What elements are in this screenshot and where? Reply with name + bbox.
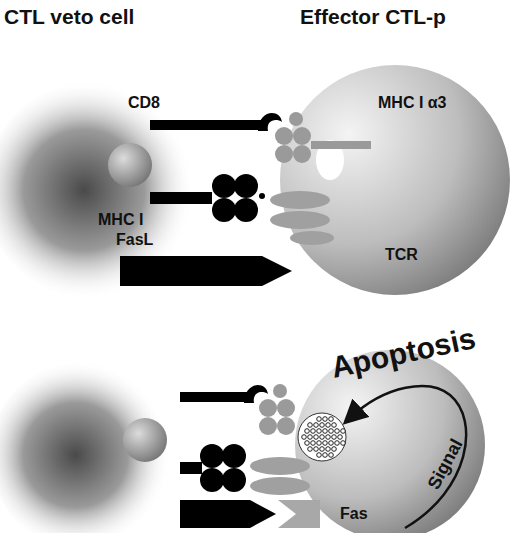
mhc-bar [150,192,212,204]
effector-cell [280,65,510,295]
molecule-label: CD8 [128,95,160,111]
mhc-stalk [311,141,371,149]
apoptotic-body [298,413,346,461]
fas [278,500,320,528]
bottom-panel [0,350,485,533]
cell-title: CTL veto cell [4,6,134,27]
molecule-label: FasL [116,232,153,248]
mhc-a3-beads [275,112,311,163]
molecule-label: TCR [385,247,418,263]
molecule-label: Fas [340,506,368,522]
molecule-label: MHC I [98,212,143,228]
nucleus [108,143,152,187]
fasl [120,256,292,286]
cd8-bar [150,120,262,130]
tcr [270,191,334,245]
effector-cell [295,350,485,533]
top-panel [0,65,510,300]
cd8-head [258,113,282,131]
nucleus [123,418,167,462]
molecule-label: MHC I α3 [378,95,447,111]
veto-cell [0,360,180,533]
cell-title: Effector CTL-p [300,6,446,27]
mhc-beads [212,174,258,222]
